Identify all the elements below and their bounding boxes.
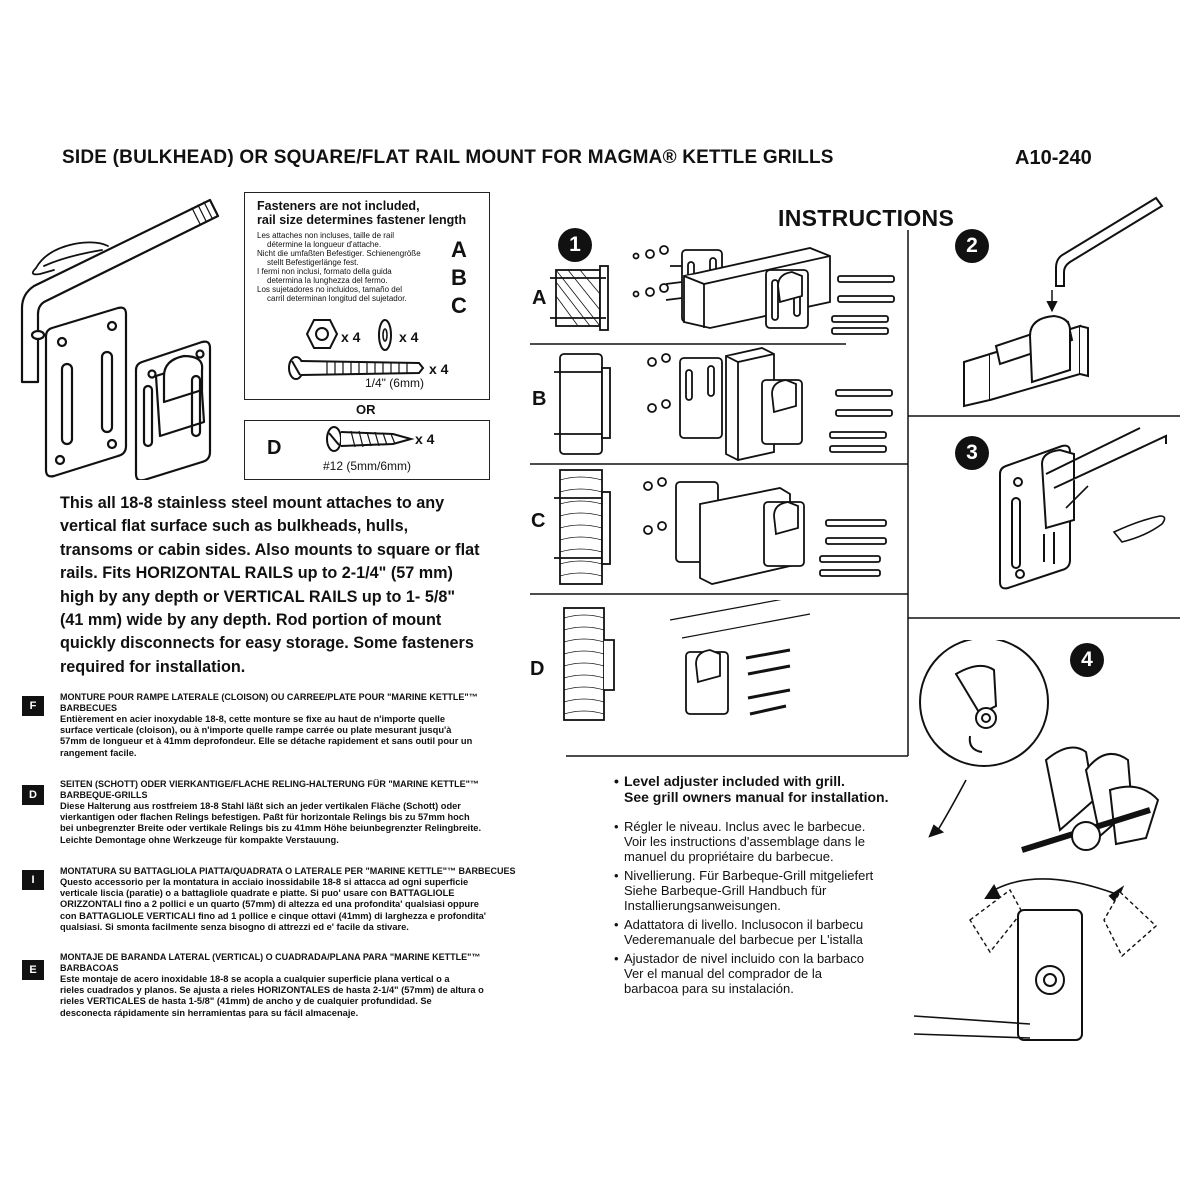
part-number: A10-240: [1015, 147, 1092, 169]
step-3-number: 3: [955, 436, 989, 470]
washer-icon: [378, 319, 392, 351]
lang-body: Questo accessorio per la montatura in ac…: [60, 877, 486, 932]
lang-badge-e: E: [22, 960, 44, 980]
or-label: OR: [356, 402, 376, 417]
fastener-box: Fasteners are not included, rail size de…: [244, 192, 490, 400]
note-italian: •Adattatora di livello. Inclusocon il ba…: [614, 917, 864, 947]
lang-title: MONTAJE DE BARANDA LATERAL (VERTICAL) O …: [60, 952, 481, 973]
lang-block-german: D SEITEN (SCHOTT) ODER VIERKANTIGE/FLACH…: [22, 779, 532, 859]
lang-block-spanish: E MONTAJE DE BARANDA LATERAL (VERTICAL) …: [22, 952, 532, 1032]
note-german: •Nivellierung. Für Barbeque-Grill mitgel…: [614, 868, 874, 913]
fastener-label-c: C: [451, 293, 467, 318]
step-1-number: 1: [558, 228, 592, 262]
lang-block-italian: I MONTATURA SU BATTAGLIOLA PIATTA/QUADRA…: [22, 866, 532, 946]
nut-icon: [305, 319, 339, 349]
screw-label-d: D: [267, 437, 282, 459]
lang-title: MONTURE POUR RAMPE LATERALE (CLOISON) OU…: [60, 692, 478, 713]
screw-quantity: x 4: [415, 431, 435, 447]
row-label-d: D: [530, 658, 545, 680]
nut-quantity: x 4: [341, 329, 361, 345]
step-3-diagram: [999, 427, 1167, 590]
lang-block-french: F MONTURE POUR RAMPE LATERALE (CLOISON) …: [22, 692, 532, 772]
row-label-b: B: [532, 388, 547, 410]
lang-body: Diese Halterung aus rostfreiem 18-8 Stah…: [60, 801, 482, 845]
screw-size: #12 (5mm/6mm): [323, 459, 412, 473]
lang-badge-d: D: [22, 785, 44, 805]
lang-badge-i: I: [22, 870, 44, 890]
lang-badge-f: F: [22, 696, 44, 716]
fastener-label-b: B: [451, 265, 467, 290]
screw-icon: [326, 426, 415, 452]
step-1-diagram-c: [554, 469, 887, 585]
step-2-number: 2: [955, 229, 989, 263]
product-description: This all 18-8 stainless steel mount atta…: [60, 494, 480, 676]
row-label-a: A: [532, 287, 547, 309]
step-4-number: 4: [1070, 643, 1104, 677]
note-french: •Régler le niveau. Inclus avec le barbec…: [614, 819, 866, 864]
step-1-diagram-d: [563, 600, 811, 721]
note-spanish: •Ajustador de nivel incluido con la barb…: [614, 951, 864, 996]
lang-title: SEITEN (SCHOTT) ODER VIERKANTIGE/FLACHE …: [60, 779, 479, 800]
step-4-diagram: [913, 640, 1160, 1041]
note-english: •Level adjuster included with grill. See…: [614, 773, 889, 805]
bolt-icon: [288, 356, 425, 380]
lang-body: Entièrement en acier inoxydable 18-8, ce…: [60, 714, 473, 758]
row-label-c: C: [531, 510, 546, 532]
product-illustration: [20, 198, 220, 480]
fastener-label-a: A: [451, 237, 467, 262]
lang-title: MONTATURA SU BATTAGLIOLA PIATTA/QUADRATA…: [60, 866, 516, 876]
fastener-heading: Fasteners are not included, rail size de…: [257, 199, 467, 227]
level-adjuster-notes: •Level adjuster included with grill. See…: [614, 773, 914, 1000]
step-1-diagram-b: [554, 347, 893, 461]
screw-box: D x 4 #12 (5mm/6mm): [244, 420, 490, 480]
step-1-diagram-a: [550, 245, 895, 335]
step-2-diagram: [963, 196, 1164, 408]
page-title: SIDE (BULKHEAD) OR SQUARE/FLAT RAIL MOUN…: [62, 147, 834, 168]
washer-quantity: x 4: [399, 329, 419, 345]
bolt-quantity: x 4: [429, 361, 449, 377]
bolt-size: 1/4" (6mm): [365, 376, 424, 390]
lang-body: Este montaje de acero inoxidable 18-8 se…: [60, 974, 484, 1018]
fastener-translations: Les attaches non incluses, taille de rai…: [257, 231, 421, 303]
panel-dividers: [530, 230, 1180, 757]
instructions-heading: INSTRUCTIONS: [778, 205, 955, 231]
